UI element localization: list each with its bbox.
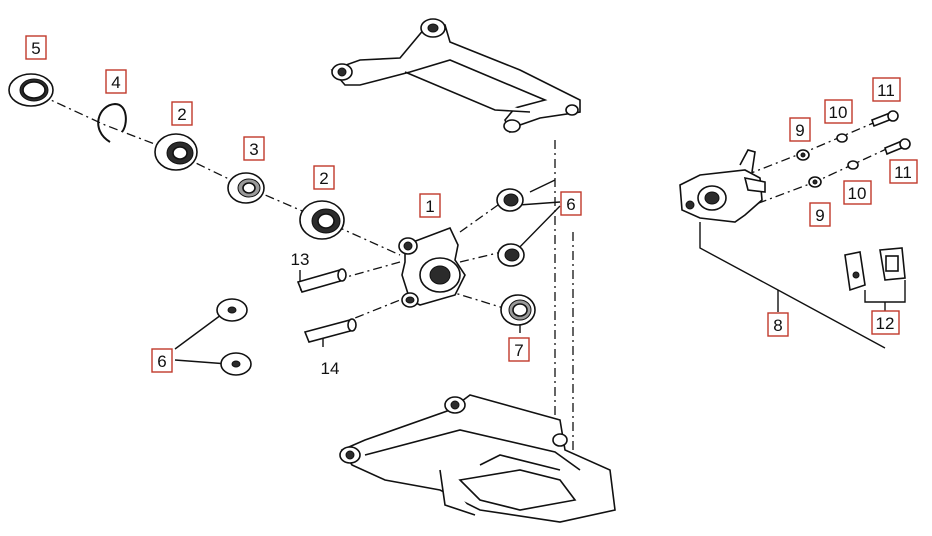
axle-housing [398, 226, 466, 308]
callout-1: 1 [419, 193, 441, 218]
callout-3-label: 3 [249, 140, 258, 159]
callout-1-label: 1 [425, 197, 434, 216]
seal-7 [500, 294, 536, 326]
callout-10b: 10 [843, 180, 872, 205]
brake-caliper [679, 149, 766, 223]
bushing-6a [496, 188, 524, 212]
callout-8: 8 [767, 312, 789, 337]
ring-3 [227, 172, 265, 204]
seal-5 [8, 73, 54, 107]
callout-5-label: 5 [31, 39, 40, 58]
small-hardware [796, 110, 911, 188]
callout-10a-label: 10 [829, 103, 848, 122]
callout-2b-label: 2 [319, 169, 328, 188]
callout-6a: 6 [560, 191, 582, 216]
callout-4: 4 [105, 69, 127, 94]
callout-10a: 10 [824, 99, 853, 124]
callout-9b-label: 9 [815, 206, 824, 225]
callout-10b-label: 10 [848, 184, 867, 203]
callout-11a: 11 [872, 77, 901, 102]
callout-3: 3 [243, 136, 265, 161]
bearing-2a [154, 133, 198, 171]
upper-swing-arm [330, 18, 581, 134]
callout-2b: 2 [313, 165, 335, 190]
pin-13 [296, 268, 347, 293]
callout-2a: 2 [171, 101, 193, 126]
callout-9b: 9 [809, 202, 831, 227]
label-14: 14 [321, 359, 340, 378]
bushing-6b [497, 243, 525, 267]
callout-12-label: 12 [876, 314, 895, 333]
label-13-text: 13 [291, 250, 310, 269]
callout-11a-label: 11 [877, 81, 895, 100]
callout-9a-label: 9 [795, 121, 804, 140]
callout-4-label: 4 [111, 73, 120, 92]
label-14-text: 14 [321, 359, 340, 378]
bearing-2b [299, 200, 345, 240]
lower-swing-arm [339, 394, 616, 523]
callout-7: 7 [508, 337, 530, 362]
callout-12: 12 [871, 310, 900, 335]
callout-9a: 9 [789, 117, 811, 142]
brake-pads [844, 247, 906, 292]
callout-6b-label: 6 [157, 352, 166, 371]
callout-11b-label: 11 [894, 163, 912, 182]
callout-7-label: 7 [514, 341, 523, 360]
callout-6a-label: 6 [566, 195, 575, 214]
washer-6a [216, 298, 248, 322]
callout-6b: 6 [151, 348, 173, 373]
callout-11b: 11 [889, 159, 918, 184]
label-13: 13 [291, 250, 310, 269]
callout-8-label: 8 [773, 316, 782, 335]
callout-5: 5 [25, 35, 47, 60]
callout-2a-label: 2 [177, 105, 186, 124]
washer-6b [220, 352, 252, 376]
pin-14 [303, 318, 357, 343]
circlip-4 [97, 102, 127, 143]
